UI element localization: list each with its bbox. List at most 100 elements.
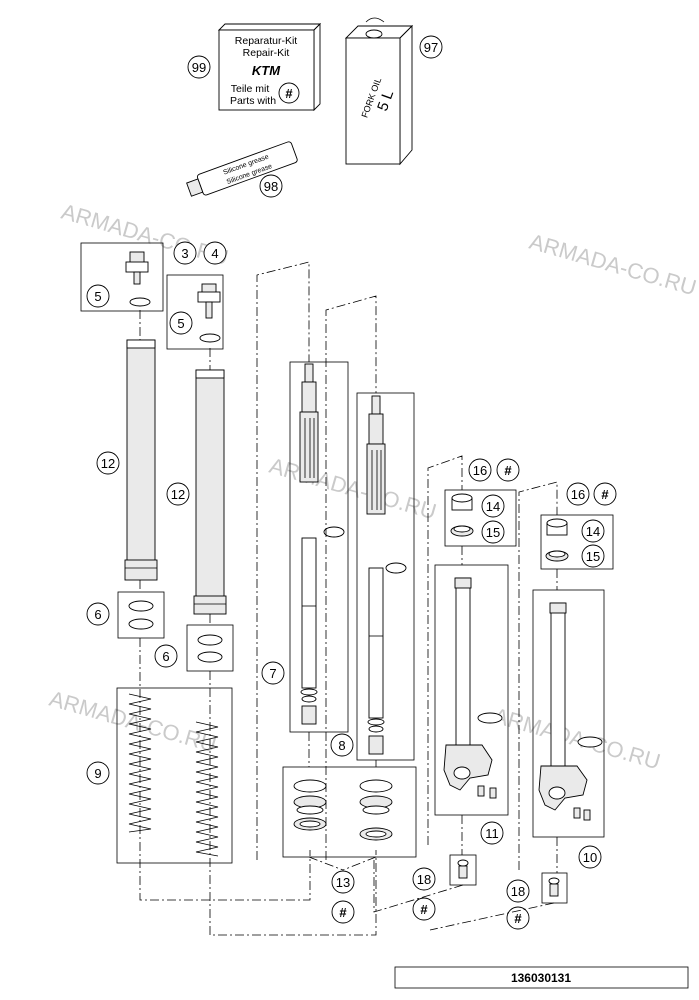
svg-text:13: 13 [336,875,350,890]
watermark: ARMADA-CO.RU [267,453,440,525]
svg-text:14: 14 [486,499,500,514]
svg-text:4: 4 [211,246,218,261]
svg-text:15: 15 [586,549,600,564]
damper-cartridge-8 [366,395,407,755]
hash-16b: # [593,482,617,506]
callout-4: 4 [203,241,227,265]
svg-text:6: 6 [162,649,169,664]
svg-text:15: 15 [486,525,500,540]
callout-16a: 16 [468,458,492,482]
guide-bushing-14a [451,493,473,511]
callout-16b: 16 [566,482,590,506]
watermark: ARMADA-CO.RU [491,703,664,775]
callout-99: 99 [187,55,211,79]
hash-18a: # [412,897,436,921]
svg-text:12: 12 [101,456,115,471]
washer-6a-top [128,600,154,612]
washer-6b-top [197,634,223,646]
repair-kit-line3: Teile mit [231,83,270,95]
assembly-lines [139,261,558,936]
callout-6a: 6 [86,602,110,626]
washer-6b-bottom [197,651,223,663]
svg-text:16: 16 [473,463,487,478]
ktm-logo: KTM [252,63,281,78]
svg-text:99: 99 [192,60,206,75]
svg-text:#: # [514,911,522,926]
svg-text:#: # [420,902,428,917]
callout-11: 11 [480,821,504,845]
svg-text:98: 98 [264,179,278,194]
svg-text:6: 6 [94,607,101,622]
hash-16a: # [496,458,520,482]
guide-bushing-15a [450,525,474,537]
watermark: ARMADA-CO.RU [59,199,232,271]
hash-13: # [331,900,355,924]
callout-7: 7 [261,661,285,685]
svg-text:8: 8 [338,738,345,753]
svg-text:10: 10 [583,850,597,865]
repair-kit-line1: Reparatur-Kit [235,35,298,47]
frame-cartridge-7 [289,361,349,733]
callout-8: 8 [330,733,354,757]
callout-13: 13 [331,870,355,894]
svg-text:3: 3 [181,246,188,261]
frame-fork-leg-10 [532,589,605,838]
damper-cartridge-7 [299,363,345,725]
callout-12b: 12 [166,482,190,506]
outer-tube-12b [193,369,227,615]
svg-text:#: # [601,487,609,502]
callout-10: 10 [578,845,602,869]
repair-kit-box: Reparatur-Kit Repair-Kit KTM Teile mit P… [217,22,322,112]
svg-text:9: 9 [94,766,101,781]
callout-15a: 15 [481,520,505,544]
callout-5b: 5 [169,311,193,335]
frame-washers-6a [117,591,165,639]
svg-text:16: 16 [571,487,585,502]
diagram-number: 136030131 [511,971,571,985]
frame-springs-9 [116,687,233,864]
footer-diagram-number: 136030131 [394,966,689,989]
callout-97: 97 [419,35,443,59]
hash-18b: # [506,906,530,930]
repair-kit-line4: Parts with [230,95,276,107]
frame-seals-13 [282,766,417,858]
outer-tube-12a [124,339,158,581]
washer-6a-bottom [128,618,154,630]
frame-washers-6b [186,624,234,672]
frame-cartridge-8 [356,392,415,761]
svg-text:18: 18 [417,872,431,887]
seal-set-13 [293,779,393,841]
fork-oil-can: FORK OIL 5 L [344,17,414,166]
svg-text:5: 5 [177,316,184,331]
frame-cap-3 [80,242,164,312]
o-ring-5b [199,333,221,343]
fork-cap-4 [197,283,221,319]
repair-kit-hash: # [285,86,293,101]
frame-bushings-b [540,514,614,570]
svg-text:18: 18 [511,884,525,899]
fork-cap-3 [125,251,149,285]
frame-bushings-a [444,489,517,547]
svg-text:#: # [339,905,347,920]
callout-18b: 18 [506,879,530,903]
callout-98: 98 [259,174,283,198]
svg-text:#: # [504,463,512,478]
oil-can-volume: 5 L [374,88,397,113]
callout-9: 9 [86,761,110,785]
spring-9a [128,693,152,833]
callout-14b: 14 [581,519,605,543]
frame-bleed-screw-18b [541,872,568,904]
spring-9b [195,721,219,857]
guide-bushing-15b [545,550,569,562]
o-ring-5a [129,297,151,307]
callout-18a: 18 [412,867,436,891]
callout-12a: 12 [96,451,120,475]
svg-text:5: 5 [94,289,101,304]
callout-15b: 15 [581,544,605,568]
svg-text:14: 14 [586,524,600,539]
inner-tube-axle-clamp-11 [443,577,503,799]
bleed-screw-18b [548,877,560,897]
callout-3: 3 [173,241,197,265]
svg-text:97: 97 [424,40,438,55]
svg-text:12: 12 [171,487,185,502]
